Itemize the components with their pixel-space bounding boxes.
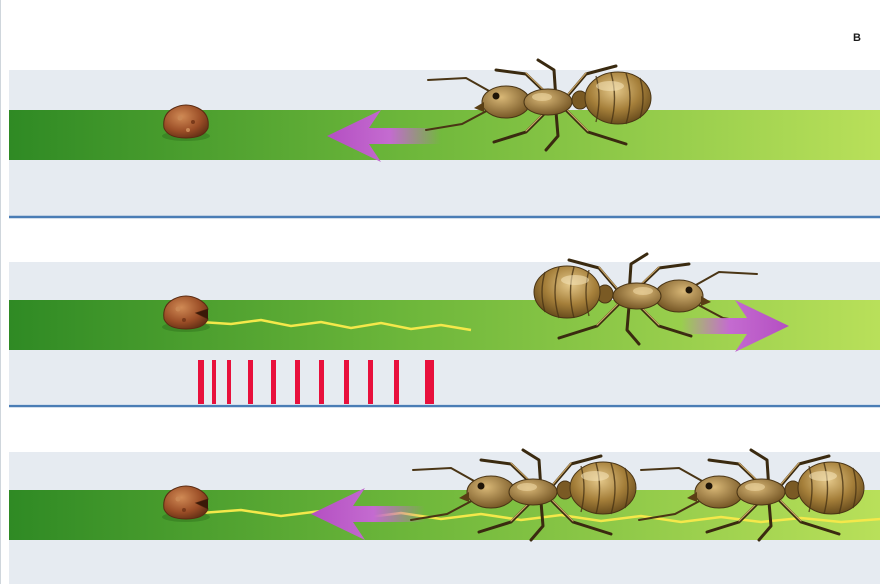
pulse-bar [295, 360, 300, 404]
pulse-bar [394, 360, 399, 404]
pulse-bar [198, 360, 204, 404]
pulse-bar [212, 360, 216, 404]
pulse-bar [227, 360, 231, 404]
pulse-bar [271, 360, 276, 404]
pulse-bar [248, 360, 253, 404]
trail-1 [9, 110, 880, 160]
pulse-bar [368, 360, 373, 404]
panel-label: B [853, 32, 861, 44]
pulse-bar [319, 360, 324, 404]
pulse-bar [425, 360, 434, 404]
pulse-bar [344, 360, 349, 404]
